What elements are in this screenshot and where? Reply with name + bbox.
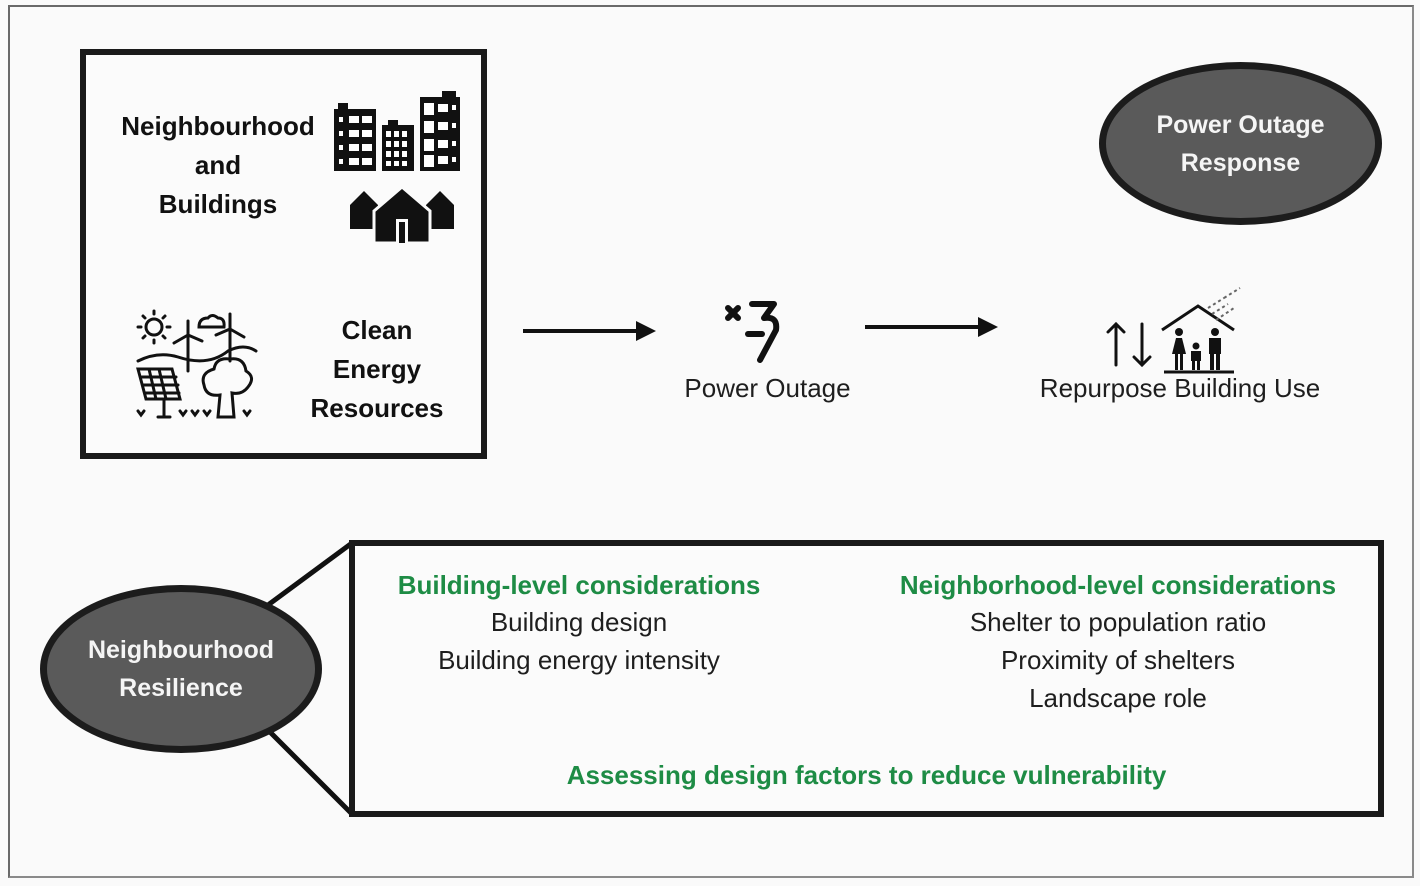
label-line: Buildings bbox=[158, 189, 278, 219]
city-buildings-icon bbox=[334, 91, 460, 171]
assessment-footer: Assessing design factors to reduce vulne… bbox=[566, 760, 1167, 790]
node-label-line: Resilience bbox=[119, 674, 243, 702]
clean-energy-landscape-icon bbox=[136, 309, 258, 419]
considerations-box: Building-level considerations Building d… bbox=[349, 540, 1384, 817]
clean-energy-label: Clean Energy Resources bbox=[292, 311, 462, 428]
node-label-line: Power Outage bbox=[1156, 110, 1325, 139]
building-level-column: Building-level considerations Building d… bbox=[369, 570, 789, 679]
neighborhood-item: Proximity of shelters bbox=[1000, 645, 1236, 675]
label-line: Clean bbox=[341, 315, 413, 345]
arrow-to-outage bbox=[523, 321, 656, 341]
neighbourhood-resilience-node: Neighbourhood Resilience bbox=[40, 585, 322, 753]
building-item: Building energy intensity bbox=[438, 645, 720, 675]
neighborhood-level-column: Neighborhood-level considerations Shelte… bbox=[863, 570, 1373, 717]
houses-icon bbox=[350, 185, 454, 245]
family-shelter-icon bbox=[1106, 287, 1241, 374]
node-label-line: Neighbourhood bbox=[87, 636, 275, 664]
neighbourhood-buildings-label: Neighbourhood and Buildings bbox=[98, 107, 338, 224]
broken-lightning-icon bbox=[725, 301, 780, 363]
arrow-to-repurpose bbox=[865, 317, 998, 337]
neighborhood-item: Landscape role bbox=[1029, 683, 1207, 713]
power-outage-label: Power Outage bbox=[684, 373, 851, 403]
neighbourhood-energy-box: Neighbourhood and Buildings bbox=[80, 49, 487, 459]
building-level-title: Building-level considerations bbox=[397, 570, 761, 600]
power-outage-response-node: Power Outage Response bbox=[1099, 62, 1382, 225]
label-line: Resources bbox=[310, 393, 444, 423]
neighborhood-level-title: Neighborhood-level considerations bbox=[899, 570, 1337, 600]
neighborhood-item: Shelter to population ratio bbox=[969, 607, 1267, 637]
node-label-line: Response bbox=[1180, 148, 1301, 177]
label-line: and bbox=[194, 150, 242, 180]
label-line: Neighbourhood bbox=[121, 111, 315, 141]
building-item: Building design bbox=[490, 607, 668, 637]
label-line: Energy bbox=[332, 354, 422, 384]
repurpose-building-label: Repurpose Building Use bbox=[1039, 373, 1321, 403]
